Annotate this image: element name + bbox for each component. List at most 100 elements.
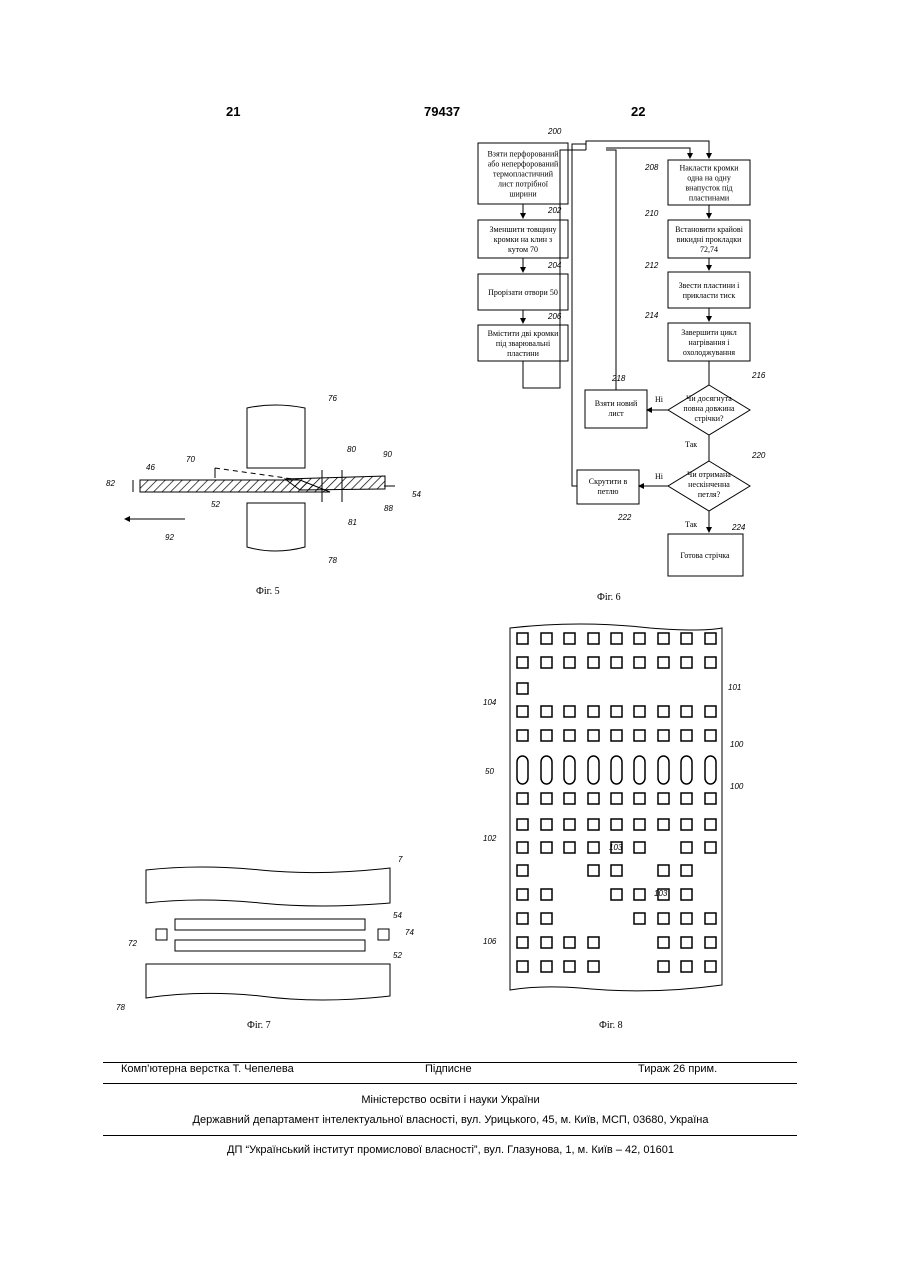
flow-ref-label: 200 — [547, 127, 562, 136]
decision-yes-label: Так — [685, 520, 697, 529]
perforation-hole — [541, 793, 552, 804]
figure-7-caption: Фіг. 7 — [247, 1020, 271, 1031]
reference-numeral: 78 — [328, 556, 337, 565]
flow-step-text: Звести пластини і — [679, 281, 741, 290]
figure-5-caption: Фіг. 5 — [256, 586, 280, 597]
reference-numeral: 72 — [128, 939, 137, 948]
flow-step-text: кутом 70 — [508, 245, 538, 254]
perforation-hole — [517, 937, 528, 948]
decision-text: стрічки? — [694, 414, 724, 423]
flow-step-text: викидні прокладки — [677, 235, 742, 244]
perforation-hole — [517, 819, 528, 830]
flow-step-text: прикласти тиск — [683, 291, 736, 300]
side-box-text: Скрутити в — [589, 477, 628, 486]
reference-numeral: 46 — [146, 463, 155, 472]
reference-numeral: 54 — [412, 490, 421, 499]
perforation-hole — [705, 706, 716, 717]
perforation-hole — [681, 913, 692, 924]
flow-ref-label: 224 — [731, 523, 746, 532]
perforation-hole — [681, 889, 692, 900]
perforation-hole — [611, 793, 622, 804]
perforation-hole — [564, 657, 575, 668]
oblong-hole — [541, 756, 552, 784]
flow-step-text: пластинами — [689, 194, 730, 203]
perforation-hole — [611, 865, 622, 876]
figure-6-caption: Фіг. 6 — [597, 592, 621, 603]
footer-layout-credit: Комп’ютерна верстка Т. Чепелева — [121, 1063, 294, 1075]
flow-ref-label: 222 — [617, 513, 632, 522]
side-box-text: петлю — [597, 487, 618, 496]
flow-ref-label: 202 — [547, 206, 562, 215]
flow-step-text: пластини — [507, 349, 539, 358]
perforation-hole — [541, 961, 552, 972]
flow-step-text: Накласти кромки — [679, 164, 739, 173]
perforation-hole — [588, 842, 599, 853]
perforation-hole — [564, 842, 575, 853]
perforation-hole — [541, 730, 552, 741]
perforation-hole — [681, 793, 692, 804]
flow-step-text: Встановити крайові — [675, 225, 744, 234]
perforation-hole — [517, 657, 528, 668]
figure-6-flowchart: Взяти перфорованийабо неперфорованийтерм… — [470, 125, 770, 605]
perforation-hole — [658, 706, 669, 717]
perforation-hole — [517, 842, 528, 853]
perforation-hole — [588, 819, 599, 830]
perforation-hole — [658, 865, 669, 876]
perforation-hole — [705, 842, 716, 853]
perforation-hole — [588, 937, 599, 948]
reference-numeral: 100 — [730, 740, 744, 749]
perforation-hole — [517, 889, 528, 900]
reference-numeral: 54 — [393, 911, 402, 920]
perforation-hole — [705, 937, 716, 948]
flow-step-text: 72,74 — [700, 245, 718, 254]
oblong-hole — [705, 756, 716, 784]
flow-ref-label: 210 — [644, 209, 659, 218]
perforation-hole — [588, 706, 599, 717]
perforation-hole — [705, 633, 716, 644]
perforation-hole — [541, 657, 552, 668]
reference-numeral: 70 — [186, 455, 195, 464]
perforation-hole — [541, 889, 552, 900]
perforation-hole — [681, 657, 692, 668]
flow-ref-label: 204 — [547, 261, 562, 270]
flow-step-text: лист потрібної — [498, 180, 549, 189]
patent-number: 79437 — [424, 104, 460, 119]
figure-5-drawing: 767046825292809054888178 Фіг. 5 — [100, 390, 430, 605]
perforation-hole — [541, 937, 552, 948]
flow-step-text: термопластичний — [493, 170, 554, 179]
footer-department: Державний департамент інтелектуальної вл… — [0, 1114, 901, 1126]
perforation-hole — [588, 793, 599, 804]
perforation-hole — [564, 706, 575, 717]
reference-numeral: 101 — [728, 683, 741, 692]
perforation-hole — [517, 730, 528, 741]
decision-no-label: Ні — [655, 395, 664, 404]
flow-ref-label: 218 — [611, 374, 626, 383]
flow-ref-label: 216 — [751, 371, 766, 380]
perforation-hole — [564, 633, 575, 644]
perforation-hole — [588, 961, 599, 972]
flow-ref-label: 214 — [644, 311, 659, 320]
perforation-hole — [611, 819, 622, 830]
perforation-hole — [705, 730, 716, 741]
final-step-text: Готова стрічка — [680, 551, 730, 560]
oblong-hole — [658, 756, 669, 784]
perforation-hole — [658, 913, 669, 924]
reference-numeral: 90 — [383, 450, 392, 459]
footer-signed: Підписне — [425, 1063, 472, 1075]
perforation-hole — [705, 793, 716, 804]
oblong-hole — [564, 756, 575, 784]
perforation-hole — [658, 937, 669, 948]
flow-step-text: Завершити цикл — [681, 328, 737, 337]
reference-numeral: 106 — [483, 937, 497, 946]
oblong-hole — [517, 756, 528, 784]
perforation-hole — [611, 730, 622, 741]
flow-step-text: або неперфорований — [488, 160, 559, 169]
decision-text: нескінченна — [688, 480, 730, 489]
footer-ministry: Міністерство освіти і науки України — [0, 1094, 901, 1106]
perforation-hole — [634, 793, 645, 804]
perforation-hole — [541, 633, 552, 644]
perforation-hole — [611, 657, 622, 668]
flow-step-text: внапусток під — [685, 184, 732, 193]
perforation-hole — [517, 961, 528, 972]
perforation-hole — [588, 657, 599, 668]
